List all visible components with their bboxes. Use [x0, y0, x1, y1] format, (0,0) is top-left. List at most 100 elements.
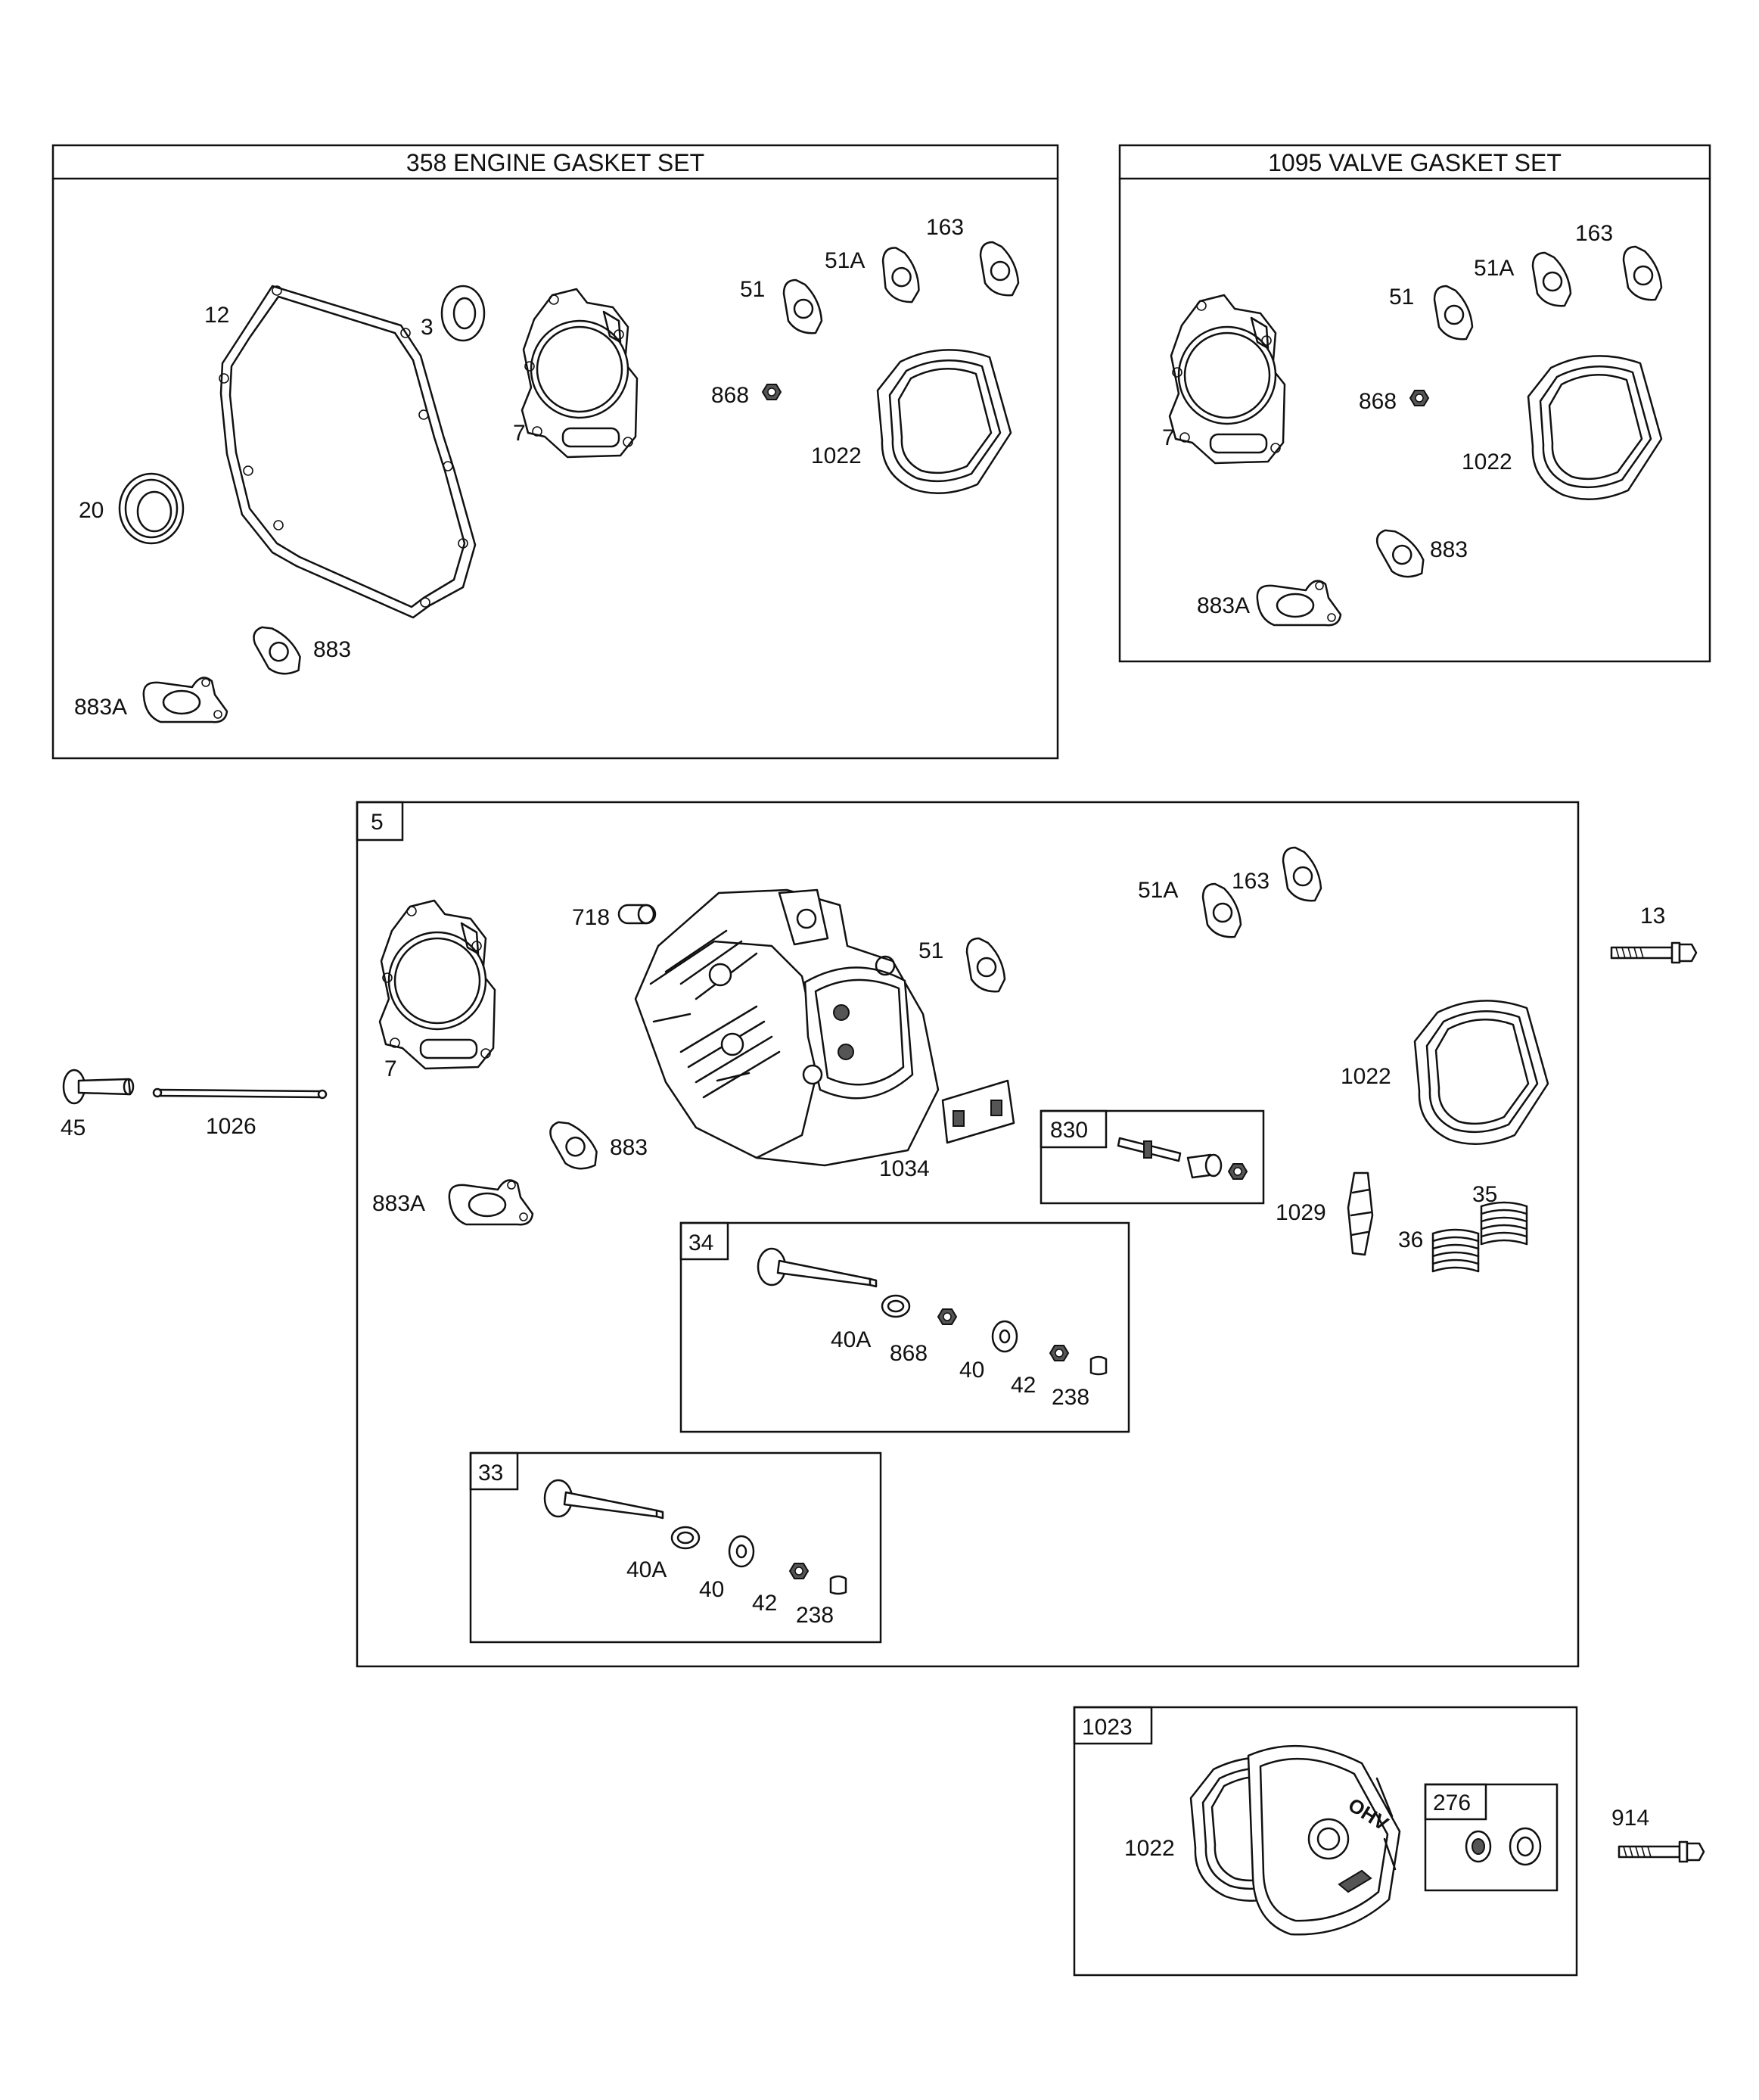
cover-screw-914 [1618, 1840, 1705, 1863]
box-tag-33: 33 [478, 1461, 503, 1486]
label-40a: 40A [626, 1557, 667, 1582]
gasket-883 [545, 1112, 602, 1178]
nut-868 [937, 1308, 957, 1325]
label-163: 163 [1575, 221, 1613, 246]
label-1022: 1022 [1462, 450, 1512, 474]
label-883: 883 [1430, 537, 1468, 562]
label-51: 51 [1389, 285, 1414, 310]
label-883: 883 [313, 637, 351, 662]
cylinder-head [634, 888, 940, 1167]
label-40a: 40A [831, 1327, 871, 1352]
label-868: 868 [890, 1341, 928, 1366]
gasket-163 [1282, 846, 1322, 902]
gasket-51a [1531, 251, 1572, 307]
cover-gasket-1022 [1413, 1000, 1549, 1146]
gasket-883 [249, 618, 306, 683]
stud [1117, 1137, 1182, 1162]
label-914: 914 [1611, 1806, 1649, 1831]
cap-238 [829, 1575, 847, 1595]
label-883a: 883A [372, 1191, 425, 1216]
gasket-163 [979, 241, 1020, 297]
label-36: 36 [1398, 1227, 1423, 1252]
label-51: 51 [740, 277, 765, 302]
intake-gasket-51 [1433, 285, 1474, 341]
box-tag-5: 5 [371, 810, 384, 835]
nut-868 [1409, 390, 1429, 406]
cover-gasket-1022 [1527, 355, 1663, 501]
label-1022: 1022 [811, 443, 862, 468]
label-40: 40 [959, 1358, 984, 1383]
push-rod-guide-45 [62, 1069, 135, 1105]
box-tag-34: 34 [688, 1230, 713, 1255]
label-40: 40 [699, 1577, 724, 1602]
valve-spring-35 [1480, 1201, 1528, 1246]
heat-shield-1034 [941, 1079, 1015, 1144]
label-12: 12 [204, 303, 229, 328]
exhaust-valve-box: 34 40A 868 40 42 238 [679, 1221, 1130, 1433]
retainer-40 [991, 1320, 1018, 1353]
crankcase-gasket [219, 285, 477, 619]
label-163: 163 [926, 215, 964, 240]
label-163: 163 [1232, 869, 1270, 894]
retainer-40 [728, 1535, 755, 1568]
valve-cover: OHV [1247, 1744, 1401, 1936]
box-tag-1023: 1023 [1082, 1715, 1133, 1740]
valve-gasket-set-box: 1095 VALVE GASKET SET 163 51A 51 7 868 1… [1118, 144, 1711, 663]
keeper-42 [1049, 1345, 1069, 1361]
keeper-42 [789, 1563, 809, 1579]
label-7: 7 [513, 421, 526, 446]
intake-valve [543, 1479, 664, 1520]
gasket-883a [1256, 580, 1342, 627]
label-238: 238 [796, 1603, 834, 1628]
label-1029: 1029 [1276, 1200, 1326, 1225]
gasket-883a [142, 677, 228, 723]
label-51a: 51A [1474, 256, 1514, 281]
head-gasket-7 [378, 899, 496, 1070]
oil-seal-3 [440, 285, 486, 342]
label-1022: 1022 [1124, 1836, 1175, 1861]
label-1034: 1034 [879, 1156, 930, 1181]
label-3: 3 [421, 315, 434, 340]
label-35: 35 [1472, 1182, 1497, 1207]
label-51a: 51A [1138, 878, 1178, 903]
label-45: 45 [61, 1115, 85, 1140]
label-51a: 51A [825, 248, 865, 273]
jam-nut [1228, 1163, 1248, 1180]
gasket-883 [1372, 520, 1429, 586]
dowel-pin-718 [617, 904, 657, 925]
label-42: 42 [1011, 1373, 1036, 1398]
spacer [1186, 1153, 1223, 1179]
push-rod-1026 [152, 1087, 328, 1100]
head-bolt-13 [1610, 941, 1698, 964]
gasket-883a [448, 1179, 534, 1226]
gasket-51a [879, 246, 923, 304]
intake-gasket-51 [782, 278, 823, 334]
nut-stud-box: 830 [1040, 1109, 1265, 1205]
gasket-163 [1622, 245, 1663, 301]
rocker-arm-1029 [1347, 1171, 1374, 1256]
label-868: 868 [1359, 389, 1397, 414]
label-718: 718 [572, 905, 610, 930]
label-7: 7 [384, 1056, 397, 1081]
nut-868 [762, 384, 782, 400]
label-883a: 883A [1197, 593, 1250, 618]
head-gasket-7 [1168, 294, 1286, 465]
valve-seal-40a [670, 1526, 701, 1550]
cap-238 [1089, 1355, 1108, 1376]
engine-gasket-set-title: 358 ENGINE GASKET SET [406, 149, 704, 176]
cylinder-head-box: 5 [356, 801, 1580, 1668]
valve-cover-box: 1023 OHV 1022 276 [1073, 1706, 1578, 1977]
label-868: 868 [711, 383, 749, 408]
valve-spring-36 [1431, 1228, 1480, 1273]
engine-gasket-set-box: 358 ENGINE GASKET SET 12 3 7 51 51A [51, 144, 1059, 760]
intake-valve-box: 33 40A 40 42 238 [469, 1451, 882, 1644]
box-tag-830: 830 [1050, 1118, 1088, 1143]
grommet [1465, 1830, 1492, 1863]
head-gasket-7 [521, 288, 639, 459]
label-7: 7 [1162, 425, 1175, 450]
label-42: 42 [752, 1591, 777, 1616]
oil-seal-20 [118, 472, 185, 545]
grommet-kit-box: 276 [1424, 1783, 1559, 1892]
label-1026: 1026 [206, 1114, 256, 1139]
